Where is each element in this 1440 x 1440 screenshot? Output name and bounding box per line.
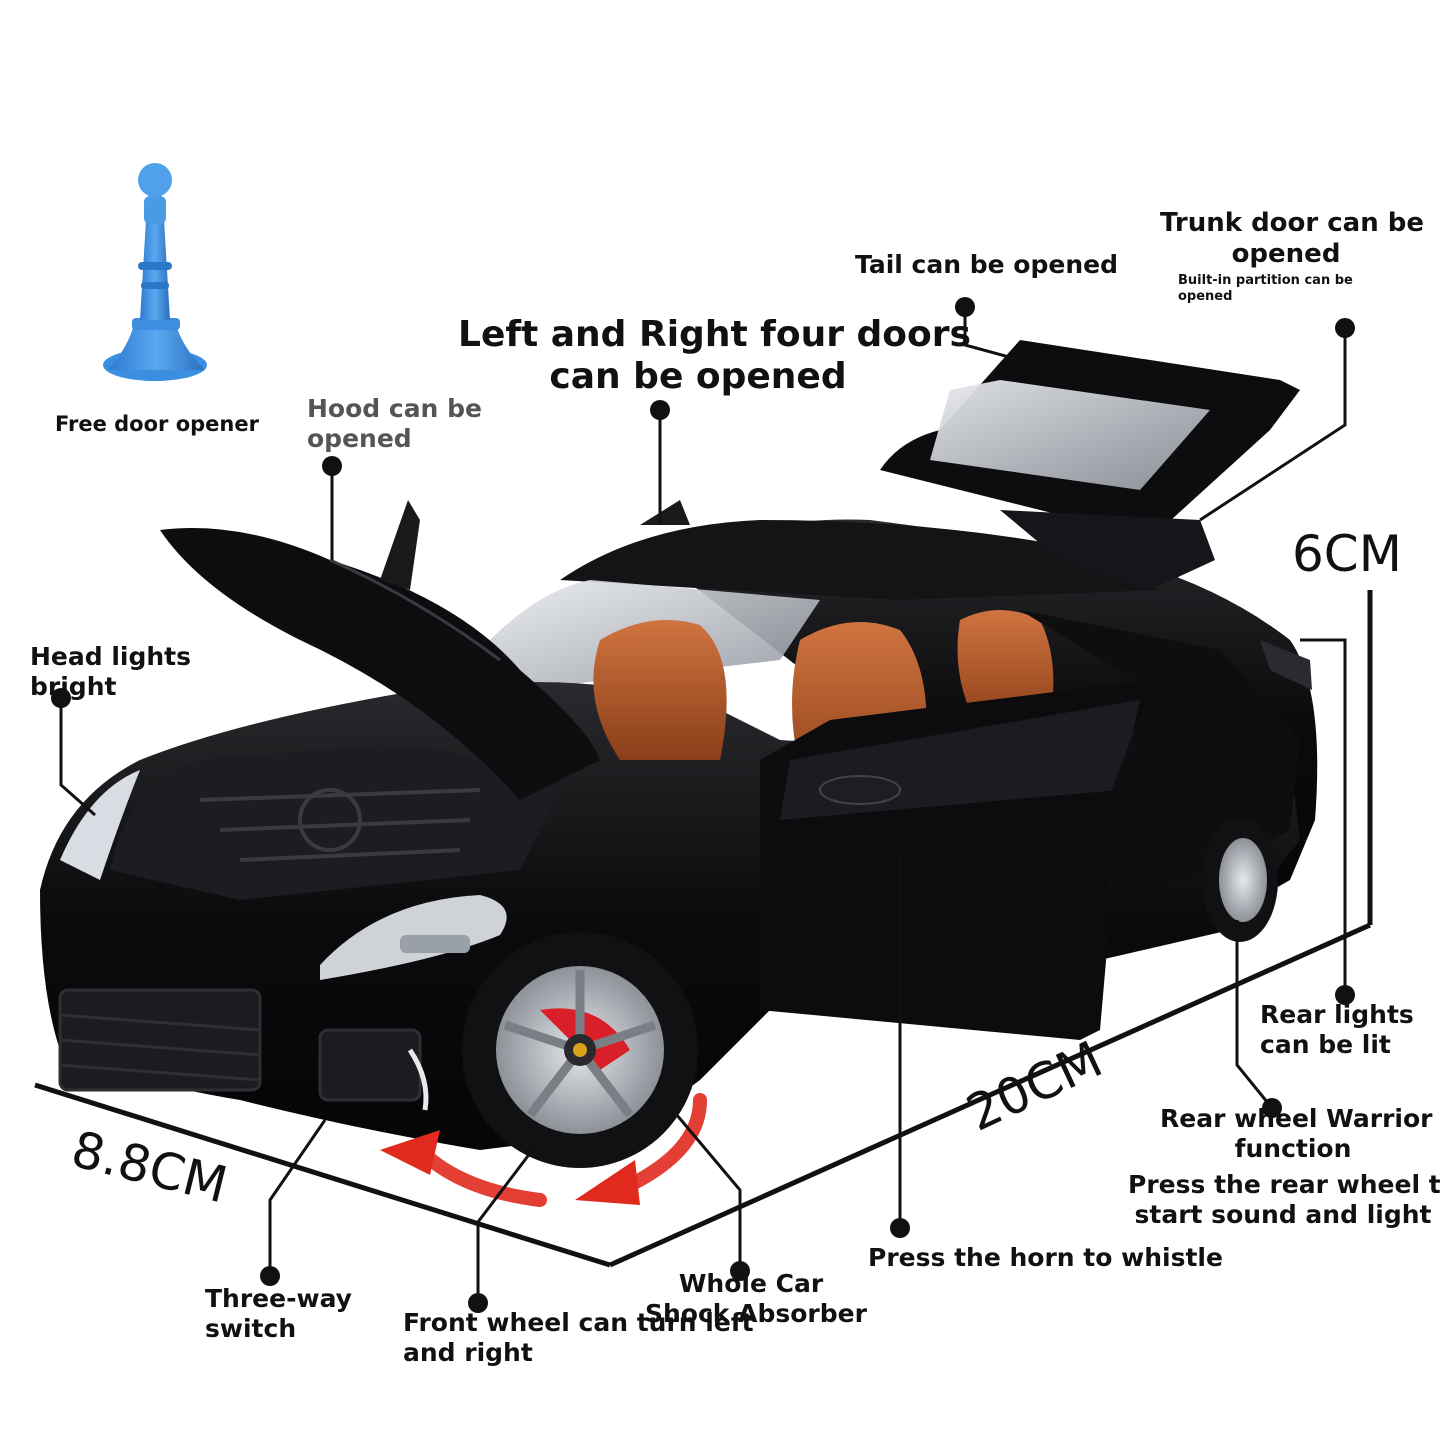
- callout-lines: [59, 307, 1347, 1303]
- left-arrow-head: [380, 1130, 440, 1175]
- front-wheel: [462, 932, 698, 1168]
- right-arrow-head: [575, 1160, 640, 1205]
- trunk-door-label: Trunk door can be opened: [1160, 208, 1425, 269]
- doors-label: Left and Right four doors can be opened: [458, 314, 971, 398]
- partition-label: Built-in partition can be opened: [1178, 273, 1353, 304]
- car-body: [40, 340, 1318, 1150]
- dimension-lines: [34, 590, 1373, 1268]
- height-dimension: 6CM: [1292, 525, 1402, 583]
- door-opener-image: [103, 163, 207, 381]
- callout-dots: [51, 297, 1355, 1313]
- free-door-opener-label: Free door opener: [55, 412, 259, 436]
- tail-label: Tail can be opened: [855, 250, 1118, 279]
- front-wheel-label: Front wheel can turn left and right: [403, 1308, 754, 1367]
- rear-wheel: [1202, 818, 1278, 942]
- rear-lights-label: Rear lights can be lit: [1260, 1000, 1414, 1059]
- three-way-switch-label: Three-way switch: [205, 1284, 352, 1343]
- rear-wheel-warrior-label: Rear wheel Warrior function: [1160, 1104, 1433, 1163]
- press-rear-wheel-label: Press the rear wheel to start sound and …: [1128, 1170, 1440, 1229]
- horn-label: Press the horn to whistle: [868, 1243, 1223, 1272]
- headlights-label: Head lights bright: [30, 642, 192, 701]
- shock-absorber-label: Whole Car Shock Absorber: [645, 1269, 867, 1328]
- hood-label: Hood can be opened: [307, 394, 482, 453]
